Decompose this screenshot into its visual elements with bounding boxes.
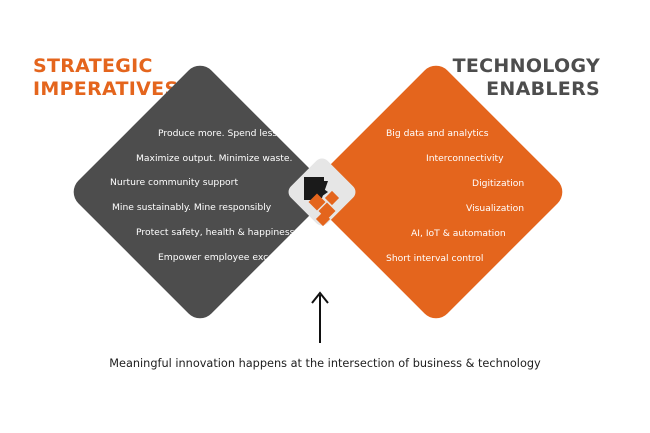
strategic-heading-line2: IMPERATIVES <box>33 78 179 100</box>
intersection-caption: Meaningful innovation happens at the int… <box>109 357 541 370</box>
logo-black-shape <box>304 177 328 200</box>
imperative-item: Empower employee excellence <box>158 252 302 263</box>
enabler-item: Interconnectivity <box>426 153 504 164</box>
technology-heading-line2: ENABLERS <box>486 78 600 100</box>
technology-heading-line1: TECHNOLOGY <box>452 55 600 77</box>
imperative-item: Protect safety, health & happiness <box>136 227 295 238</box>
strategic-heading-line1: STRATEGIC <box>33 55 153 77</box>
enabler-item: Visualization <box>466 203 525 214</box>
technology-enablers-heading: TECHNOLOGY ENABLERS <box>453 55 600 101</box>
enabler-item: Digitization <box>472 178 525 189</box>
imperative-item: Produce more. Spend less. <box>158 128 281 139</box>
enabler-item: Big data and analytics <box>386 128 489 139</box>
imperative-item: Mine sustainably. Mine responsibly <box>112 202 272 213</box>
imperative-item: Nurture community support <box>110 177 239 188</box>
strategic-imperatives-heading: STRATEGIC IMPERATIVES <box>33 55 178 101</box>
enabler-item: AI, IoT & automation <box>411 228 506 239</box>
imperative-item: Maximize output. Minimize waste. <box>136 153 293 164</box>
logo-orange-squares <box>308 190 340 227</box>
enabler-item: Short interval control <box>386 253 484 264</box>
